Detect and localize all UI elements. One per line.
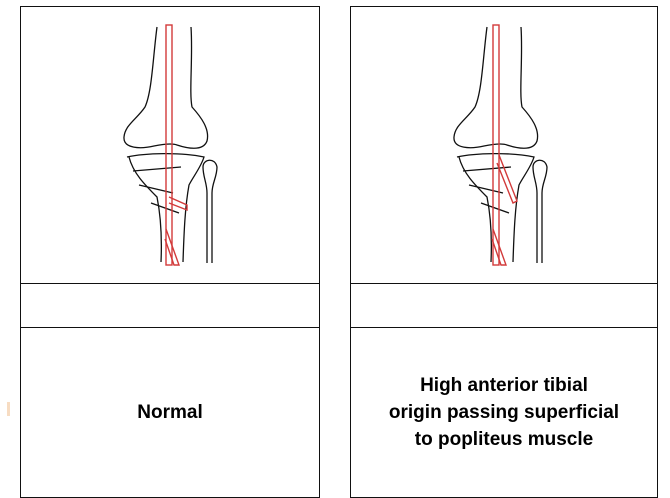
edge-artifact [7,402,10,416]
knee-diagram-high-origin [351,7,657,283]
empty-row [351,283,657,328]
bone-outline [454,27,547,263]
artery-high-origin [492,25,517,265]
panel-normal: Normal [20,6,320,498]
empty-row [21,283,319,328]
bone-outline [124,27,217,263]
caption-high-origin: High anterior tibial origin passing supe… [351,327,657,497]
caption-normal: Normal [21,327,319,497]
knee-diagram-normal [21,7,319,283]
panel-high-origin: High anterior tibial origin passing supe… [350,6,658,498]
